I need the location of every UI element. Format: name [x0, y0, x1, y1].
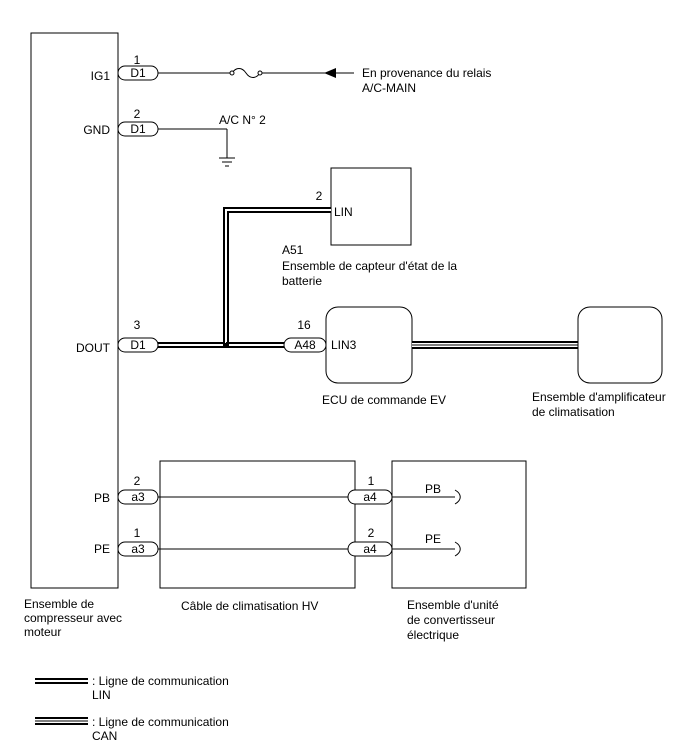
ig1-source-line-1: En provenance du relais [362, 66, 491, 80]
hv-cable-name: Câble de climatisation HV [181, 599, 318, 613]
battery-sensor-terminal: LIN [334, 205, 353, 219]
legend-item-lin: : Ligne de communication LIN [35, 674, 229, 702]
pe-right-pin: 2 [368, 526, 375, 540]
legend-item-can: : Ligne de communication CAN [35, 715, 229, 743]
pin-label-dout: DOUT [76, 341, 111, 355]
ecu-connector-label: A48 [294, 338, 316, 352]
battery-sensor-box [330, 167, 412, 246]
legend-can-line-1: : Ligne de communication [92, 715, 229, 729]
pe-wire-end-icon [454, 541, 461, 557]
ac-amplifier-name-2: de climatisation [532, 405, 615, 419]
inverter-name-3: électrique [407, 628, 459, 642]
compressor-box [30, 32, 119, 589]
ecu-name: ECU de commande EV [322, 393, 446, 407]
pin-label-ig1: IG1 [91, 69, 111, 83]
lin-wiring [158, 207, 331, 348]
hv-cable-box [159, 460, 356, 589]
source-arrow-icon [324, 68, 336, 78]
pin-label-gnd: GND [83, 123, 110, 137]
inverter-name-2: de convertisseur [407, 613, 495, 627]
pb-wire-end-icon [454, 489, 461, 505]
legend: : Ligne de communication LIN : Ligne de … [35, 674, 229, 743]
legend-can-line-2: CAN [92, 729, 117, 743]
ecu-terminal: LIN3 [331, 338, 357, 352]
pb-right-connector-label: a4 [363, 490, 377, 504]
ground-label: A/C N° 2 [219, 113, 266, 127]
pin-label-pe: PE [94, 542, 110, 556]
inverter-terminal-pb: PB [425, 482, 441, 496]
ac-amplifier-box [577, 306, 663, 384]
compressor-name-2: compresseur avec [24, 611, 122, 625]
ig1-connector-label: D1 [130, 66, 146, 80]
pe-right-connector-label: a4 [363, 542, 377, 556]
gnd-connector-label: D1 [130, 122, 146, 136]
dout-connector [117, 337, 159, 353]
inverter-name-1: Ensemble d'unité [407, 598, 499, 612]
battery-sensor-name-1: Ensemble de capteur d'état de la [282, 259, 457, 273]
battery-sensor-pin: 2 [316, 189, 323, 203]
legend-lin-line-2: LIN [92, 688, 111, 702]
pb-left-pin: 2 [134, 474, 141, 488]
battery-sensor: 2 LIN A51 Ensemble de capteur d'état de … [282, 167, 457, 288]
inverter-box [391, 460, 527, 589]
dout-connector-label: D1 [130, 338, 146, 352]
compressor-name-1: Ensemble de [24, 597, 94, 611]
ecu: 16 A48 LIN3 ECU de commande EV [283, 306, 446, 407]
gnd-circuit: 2 D1 A/C N° 2 [117, 107, 266, 167]
ground-icon [219, 157, 235, 167]
dout-pin-number: 3 [134, 318, 141, 332]
ecu-pin-number: 16 [297, 318, 311, 332]
compressor-name-3: moteur [24, 625, 61, 639]
pb-left-connector-label: a3 [131, 490, 145, 504]
pe-left-pin: 1 [134, 526, 141, 540]
battery-sensor-name-2: batterie [282, 274, 322, 288]
ig1-pin-number: 1 [134, 53, 141, 67]
inverter-terminal-pe: PE [425, 532, 441, 546]
pin-label-pb: PB [94, 491, 110, 505]
fuse-symbol [231, 68, 261, 78]
legend-lin-line-1: : Ligne de communication [92, 674, 229, 688]
gnd-pin-number: 2 [134, 107, 141, 121]
pb-circuit: 2 a3 1 a4 PB [117, 474, 461, 505]
pe-left-connector-label: a3 [131, 542, 145, 556]
battery-sensor-code: A51 [282, 243, 304, 257]
pe-circuit: 1 a3 2 a4 PE [117, 526, 461, 557]
ig1-source-line-2: A/C-MAIN [362, 81, 416, 95]
ac-amplifier: Ensemble d'amplificateur de climatisatio… [532, 306, 666, 419]
pb-right-pin: 1 [368, 474, 375, 488]
ig1-circuit: 1 D1 En provenance du relais A/C-MAIN [117, 53, 491, 95]
ac-amplifier-name-1: Ensemble d'amplificateur [532, 390, 666, 404]
